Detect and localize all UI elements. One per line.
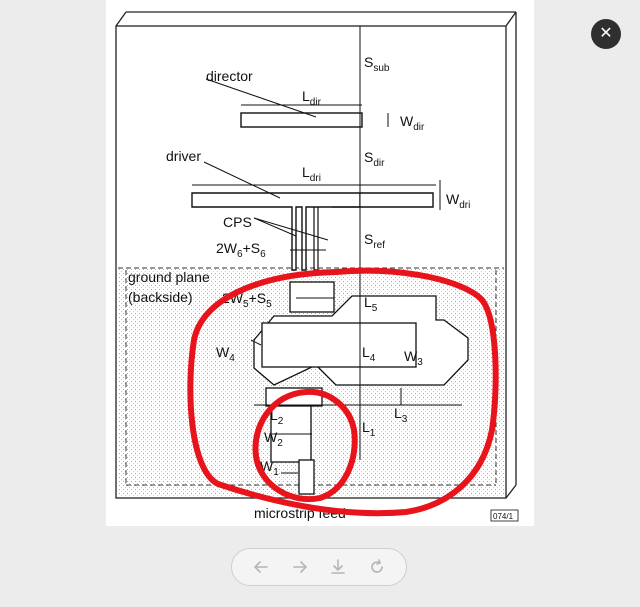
cps-label: CPS xyxy=(223,214,252,230)
s-ref-label: Sref xyxy=(364,231,385,251)
l5-label: L5 xyxy=(364,294,378,314)
ground-plane-label: ground plane xyxy=(128,269,210,285)
red-annotation-small-loop xyxy=(252,388,358,503)
w4-label: W4 xyxy=(216,344,235,364)
w1-label: W1 xyxy=(260,458,279,478)
ground-plane-backside-label: (backside) xyxy=(128,289,193,305)
s-dir-label: Sdir xyxy=(364,149,385,169)
download-icon xyxy=(331,559,346,574)
figure-id-badge: 074/1 xyxy=(490,509,519,522)
director-label: director xyxy=(206,68,253,84)
l3-label: L3 xyxy=(394,405,408,425)
previous-button[interactable] xyxy=(247,553,275,581)
svg-text:074/1: 074/1 xyxy=(493,512,514,521)
w-dri-label: Wdri xyxy=(446,191,470,211)
driver-element xyxy=(191,192,361,271)
w3-label: W3 xyxy=(404,348,423,368)
w2-label: W2 xyxy=(264,429,283,449)
close-button[interactable]: ✕ xyxy=(591,19,621,49)
s-sub-label: Ssub xyxy=(364,54,390,74)
rotate-button[interactable] xyxy=(363,553,391,581)
director-element xyxy=(240,112,363,128)
close-icon: ✕ xyxy=(599,25,613,42)
rotate-icon xyxy=(370,559,383,573)
driver-label: driver xyxy=(166,148,201,164)
l-dir-label: Ldir xyxy=(302,88,322,108)
w-dir-label: Wdir xyxy=(400,113,425,133)
red-annotation-large-loop xyxy=(187,267,499,517)
l2-label: L2 xyxy=(270,407,284,427)
arrow-left-icon xyxy=(254,561,269,573)
next-button[interactable] xyxy=(286,553,314,581)
l-dri-label: Ldri xyxy=(302,164,321,184)
l4-label: L4 xyxy=(362,344,376,364)
two-w6-s6-label: 2W6+S6 xyxy=(216,240,266,260)
l1-label: L1 xyxy=(362,419,376,439)
download-button[interactable] xyxy=(324,553,352,581)
arrow-right-icon xyxy=(292,561,307,573)
antenna-figure: director driver CPS ground plane (backsi… xyxy=(106,0,534,526)
viewer-toolbar xyxy=(231,548,407,586)
